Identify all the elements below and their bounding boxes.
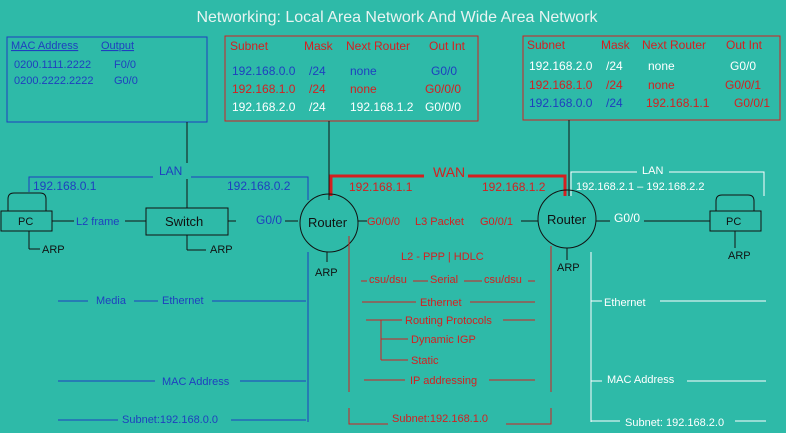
router-right-label: Router <box>547 212 587 227</box>
ip-addressing-label: IP addressing <box>410 375 477 387</box>
rt-left-cell: G0/0 <box>431 64 457 78</box>
rt-right-cell: 192.168.1.0 <box>529 78 593 92</box>
rt-left-cell: 192.168.0.0 <box>232 64 296 78</box>
g001-label: G0/0/1 <box>480 216 513 228</box>
rt-right-header: Next Router <box>642 38 706 52</box>
media-left-label: Media <box>96 295 127 307</box>
subnet-mid-label: Subnet:192.168.1.0 <box>392 413 488 425</box>
diagram-title: Networking: Local Area Network And Wide … <box>196 9 598 26</box>
rt-right-cell: /24 <box>606 59 623 73</box>
rt-left-cell: G0/0/0 <box>425 100 461 114</box>
mac-table-header-output: Output <box>101 40 134 52</box>
rt-right-cell: /24 <box>606 78 623 92</box>
wan-label: WAN <box>433 164 465 180</box>
rt-right-cell: none <box>648 59 675 73</box>
g00-right-label: G0/0 <box>614 211 640 225</box>
l2-ppp-label: L2 - PPP | HDLC <box>401 251 484 263</box>
arp-router-right: ARP <box>557 262 580 274</box>
lan-right-label: LAN <box>642 165 663 177</box>
mac-table-box <box>6 36 208 123</box>
pc-left-monitor <box>7 192 47 211</box>
ethernet-left-label: Ethernet <box>162 295 204 307</box>
mac-table-cell: 0200.1111.2222 <box>14 59 91 71</box>
mac-table-cell: F0/0 <box>114 59 136 71</box>
rt-left-cell: 192.168.1.0 <box>232 82 296 96</box>
ip-router-left-lan: 192.168.0.2 <box>227 179 291 193</box>
subnet-left-label: Subnet:192.168.0.0 <box>122 414 218 426</box>
csu-left-label: csu/dsu <box>369 274 407 286</box>
dynamic-igp-label: Dynamic IGP <box>411 334 476 346</box>
rt-right-cell: /24 <box>606 96 623 110</box>
rt-right-header: Out Int <box>726 38 763 52</box>
rt-left-cell: /24 <box>309 100 326 114</box>
ethernet-right-label: Ethernet <box>604 297 646 309</box>
l3-packet-label: L3 Packet <box>415 216 464 228</box>
arp-switch: ARP <box>210 244 233 256</box>
routing-protocols-label: Routing Protocols <box>405 315 492 327</box>
rt-left-cell: none <box>350 64 377 78</box>
rt-left-cell: /24 <box>309 64 326 78</box>
rt-left-cell: G0/0/0 <box>425 82 461 96</box>
mac-table-cell: 0200.2222.2222 <box>14 75 94 87</box>
route-table-right-box <box>522 35 781 121</box>
rt-right-cell: G0/0 <box>730 59 756 73</box>
ip-router-left-wan: 192.168.1.1 <box>349 180 413 194</box>
arp-pc-left: ARP <box>42 244 65 256</box>
rt-left-header: Mask <box>304 39 334 53</box>
mac-right-label: MAC Address <box>607 374 675 386</box>
mac-table-cell: G0/0 <box>114 75 138 87</box>
lan-left-label: LAN <box>159 164 182 178</box>
l2-frame-label: L2 frame <box>76 216 119 228</box>
rt-right-cell: 192.168.1.1 <box>646 96 710 110</box>
pc-right-label: PC <box>726 216 741 228</box>
serial-label: Serial <box>430 274 458 286</box>
pc-left-label: PC <box>18 216 33 228</box>
rt-left-cell: 192.168.2.0 <box>232 100 296 114</box>
rt-left-cell: /24 <box>309 82 326 96</box>
g00-left-label: G0/0 <box>256 213 282 227</box>
pc-right-monitor <box>715 194 755 211</box>
mac-left-label: MAC Address <box>162 376 230 388</box>
switch-label: Switch <box>165 214 203 229</box>
rt-right-header: Mask <box>601 38 631 52</box>
rt-right-cell: 192.168.2.0 <box>529 59 593 73</box>
router-left-label: Router <box>308 215 348 230</box>
rt-right-header: Subnet <box>527 38 566 52</box>
mac-table-header-mac: MAC Address <box>11 40 79 52</box>
ethernet-mid-label: Ethernet <box>420 297 462 309</box>
arp-router-left: ARP <box>315 267 338 279</box>
static-label: Static <box>411 355 439 367</box>
route-table-left-box <box>224 35 479 122</box>
rt-right-cell: none <box>648 78 675 92</box>
subnet-right-label: Subnet: 192.168.2.0 <box>625 417 724 429</box>
rt-left-cell: none <box>350 82 377 96</box>
rt-left-header: Next Router <box>346 39 410 53</box>
ip-right-lan: 192.168.2.1 – 192.168.2.2 <box>576 181 704 193</box>
router-left-icon <box>299 193 359 253</box>
rt-right-cell: G0/0/1 <box>734 96 770 110</box>
rt-right-cell: 192.168.0.0 <box>529 96 593 110</box>
g000-label: G0/0/0 <box>367 216 400 228</box>
ip-pc-left: 192.168.0.1 <box>33 179 97 193</box>
rt-left-header: Subnet <box>230 39 269 53</box>
rt-left-header: Out Int <box>429 39 466 53</box>
arp-pc-right: ARP <box>728 250 751 262</box>
csu-right-label: csu/dsu <box>484 274 522 286</box>
ip-router-right-wan: 192.168.1.2 <box>482 180 546 194</box>
rt-right-cell: G0/0/1 <box>725 78 761 92</box>
rt-left-cell: 192.168.1.2 <box>350 100 414 114</box>
